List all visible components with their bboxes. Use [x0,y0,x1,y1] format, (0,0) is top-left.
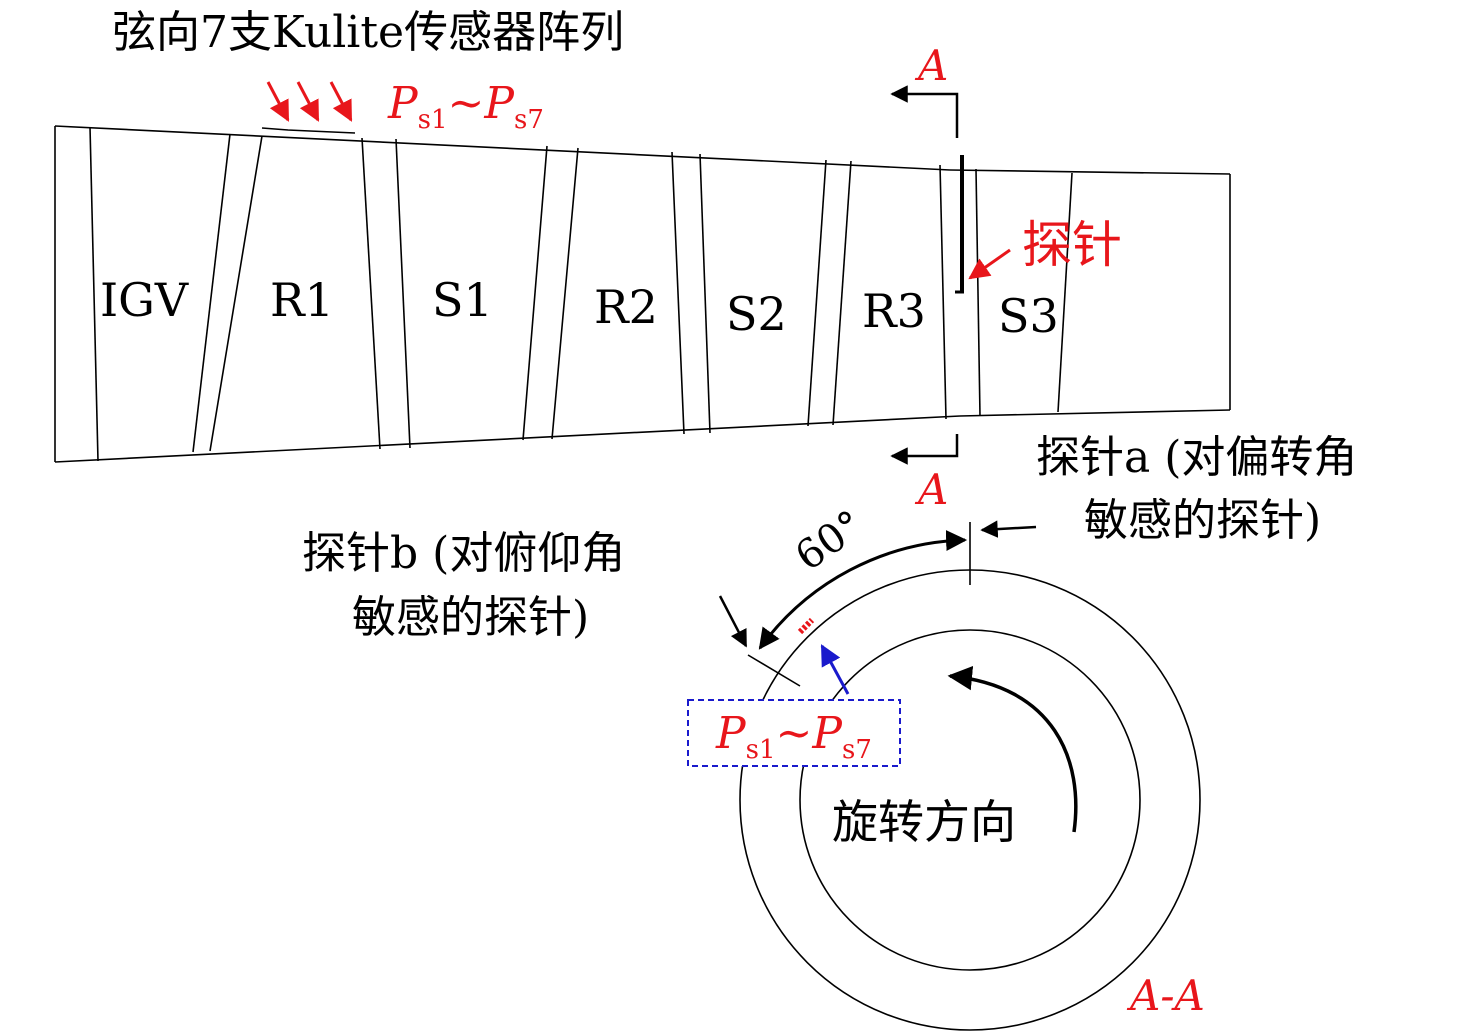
stage-label-r2: R2 [594,280,658,334]
sensor-range-label-top: Ps1~Ps7 [387,78,544,135]
stage-label-igv: IGV [100,273,189,327]
probe-label: 探针 [1022,216,1122,274]
probe-a-arrow [980,520,1037,538]
probe-b-label-line1: 探针b (对俯仰角 [302,528,625,579]
sensor-arrows [266,81,353,122]
probe-a-label-line2: 敏感的探针) [1084,495,1321,546]
flow-path-outline [54,125,1231,463]
stage-label-s2: S2 [726,287,787,341]
stage-label-s1: S1 [432,273,493,327]
probe-b-arrow [718,595,748,648]
stage-labels: IGV R1 S1 R2 S2 R3 S3 [100,273,1059,343]
section-mark-top: A [914,41,948,90]
section-cut-top: A [890,41,959,138]
stage-label-r3: R3 [862,284,926,338]
probe-b-label-line2: 敏感的探针) [352,592,589,643]
sensor-range-box [687,699,901,767]
section-cut-bottom: A [890,434,959,514]
sensor-range-label-bottom: Ps1~Ps7 [715,708,872,765]
sensor-array-label: 弦向7支Kulite传感器阵列 [112,7,624,58]
section-title: A-A [1126,971,1205,1020]
probe-a-label-line1: 探针a (对偏转角 [1036,432,1357,483]
hub-circle [799,629,1141,971]
sensor-array-marker [797,617,815,635]
probe-b-stem [747,654,801,687]
rotation-label: 旋转方向 [832,795,1016,849]
rotation-arrow [947,665,1078,833]
angle-label: 60° [787,502,871,580]
sensor-pointer-arrow [820,644,850,695]
stage-label-r1: R1 [270,273,334,327]
stage-label-s3: S3 [998,289,1059,343]
probe-pointer-arrow [968,248,1011,280]
angle-arc-arrow [758,530,968,650]
section-mark-bottom: A [914,465,948,514]
probe-stem [955,155,964,294]
blade-rows [89,126,1073,462]
